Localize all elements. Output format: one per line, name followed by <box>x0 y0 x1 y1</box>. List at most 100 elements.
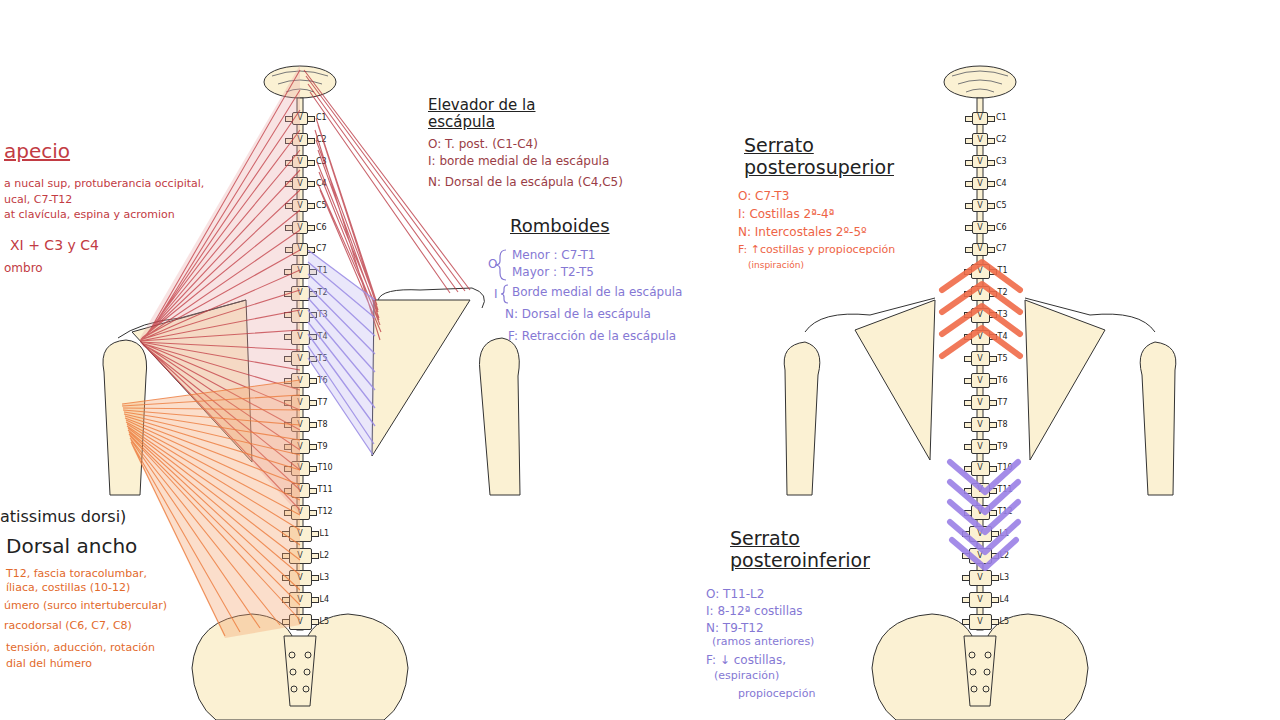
vertebra-mark: V <box>973 224 987 232</box>
vertebra-mark: V <box>972 289 989 297</box>
vertebral-level: T1 <box>998 267 1008 275</box>
vertebra: VC6 <box>972 221 988 234</box>
muscle-name: apecio <box>4 140 70 163</box>
vertebra: VT1 <box>291 264 310 279</box>
vertebra-mark: V <box>972 443 989 451</box>
vertebra-mark: V <box>290 530 311 538</box>
vertebral-level: C5 <box>996 202 1007 210</box>
vertebra-mark: V <box>292 421 309 429</box>
humerus <box>1140 342 1176 495</box>
vertebral-level: T6 <box>998 377 1008 385</box>
vertebra-mark: V <box>973 202 987 210</box>
scapula <box>372 300 470 456</box>
vertebral-level: C3 <box>316 158 327 166</box>
trapezius-fibers <box>140 70 300 510</box>
sacral-foramina <box>289 652 311 692</box>
vertebral-level: C4 <box>316 180 327 188</box>
serratus-superior-chevrons <box>942 262 1020 356</box>
nerve-note: racodorsal (C6, C7, C8) <box>4 620 132 633</box>
vertebra-mark: V <box>293 245 307 253</box>
vertebra: VC1 <box>292 112 308 125</box>
foramen <box>983 686 989 692</box>
vertebra-mark: V <box>972 333 989 341</box>
vertebra-mark: V <box>972 399 989 407</box>
vertebra: VT1 <box>971 264 990 279</box>
vertebra-mark: V <box>293 136 307 144</box>
latissimus-fibers <box>122 380 300 636</box>
vertebral-level: T2 <box>318 289 328 297</box>
foramen <box>289 652 295 658</box>
muscle-name: Serrato posterosuperior <box>744 135 919 179</box>
function-note: (inspiración) <box>748 260 804 270</box>
origin-note: O: T11-L2 <box>706 588 764 602</box>
vertebra-mark: V <box>293 224 307 232</box>
skull-ridges <box>952 71 1008 92</box>
vertebral-level: T5 <box>998 355 1008 363</box>
scapula <box>855 300 935 460</box>
vertebra: VL5 <box>969 614 992 630</box>
vertebra: VL5 <box>289 614 312 630</box>
vertebral-level: L2 <box>1000 552 1010 560</box>
foramen <box>971 686 977 692</box>
function-note: (espiración) <box>714 670 779 683</box>
vertebra: VL2 <box>289 548 312 564</box>
sacrum <box>284 636 316 706</box>
insertion-note: at clavícula, espina y acromion <box>4 209 175 222</box>
vertebra: VL3 <box>969 570 992 586</box>
foramen <box>969 652 975 658</box>
vertebra-mark: V <box>972 311 989 319</box>
sacral-foramina <box>969 652 991 692</box>
origin-note: O: C7-T3 <box>738 190 789 204</box>
vertebral-level: T4 <box>318 333 328 341</box>
vertebra: VT12 <box>971 505 990 520</box>
vertebra: VT6 <box>291 373 310 388</box>
vertebral-level: L3 <box>1000 574 1010 582</box>
vertebral-level: T2 <box>998 289 1008 297</box>
vertebra-mark: V <box>292 355 309 363</box>
foramen <box>985 652 991 658</box>
humerus <box>784 342 820 495</box>
insertion-note: úmero (surco intertubercular) <box>4 600 167 613</box>
vertebral-level: L2 <box>320 552 330 560</box>
vertebral-level: L4 <box>1000 596 1010 604</box>
vertebra: VC3 <box>972 155 988 168</box>
vertebra: VC7 <box>972 243 988 256</box>
skull-ridges <box>272 71 328 92</box>
origin-note: Mayor : T2-T5 <box>512 266 594 280</box>
vertebra-mark: V <box>292 311 309 319</box>
vertebral-level: T7 <box>998 399 1008 407</box>
vertebral-level: T9 <box>998 443 1008 451</box>
vertebral-level: C2 <box>316 136 327 144</box>
origin-note: T12, fascia toracolumbar, <box>6 568 147 581</box>
trapezius-fill <box>140 65 300 515</box>
foramen <box>304 669 310 675</box>
vertebral-level: L1 <box>1000 530 1010 538</box>
vertebra: VT9 <box>291 439 310 454</box>
muscle-latin-name: atissimus dorsi) <box>0 508 126 526</box>
serratus-inferior-chevrons <box>950 462 1018 568</box>
vertebra: VT3 <box>291 308 310 323</box>
vertebra-mark: V <box>290 574 311 582</box>
vertebral-level: T8 <box>998 421 1008 429</box>
skull-base <box>264 66 336 98</box>
function-note: F: Retracción de la escápula <box>508 330 676 344</box>
vertebral-level: T1 <box>318 267 328 275</box>
vertebra-mark: V <box>293 180 307 188</box>
vertebra: VL1 <box>969 526 992 542</box>
vertebra-mark: V <box>973 245 987 253</box>
muscle-name: Elevador de la escápula <box>428 97 546 132</box>
vertebra: VT12 <box>291 505 310 520</box>
nerve-note: XI + C3 y C4 <box>10 237 99 253</box>
insertion-note: I: Costillas 2ª-4ª <box>738 208 834 222</box>
field-letter: I <box>494 288 498 302</box>
insertion-note: Borde medial de la escápula <box>512 286 682 300</box>
nerve-note: (ramos anteriores) <box>712 636 814 649</box>
vertebra-mark: V <box>973 158 987 166</box>
vertebra: VT4 <box>291 330 310 345</box>
function-note: F: ↓ costillas, <box>706 654 786 668</box>
vertebra-mark: V <box>290 596 311 604</box>
vertebra: VL2 <box>969 548 992 564</box>
skull-base <box>944 66 1016 98</box>
vertebral-level: C2 <box>996 136 1007 144</box>
